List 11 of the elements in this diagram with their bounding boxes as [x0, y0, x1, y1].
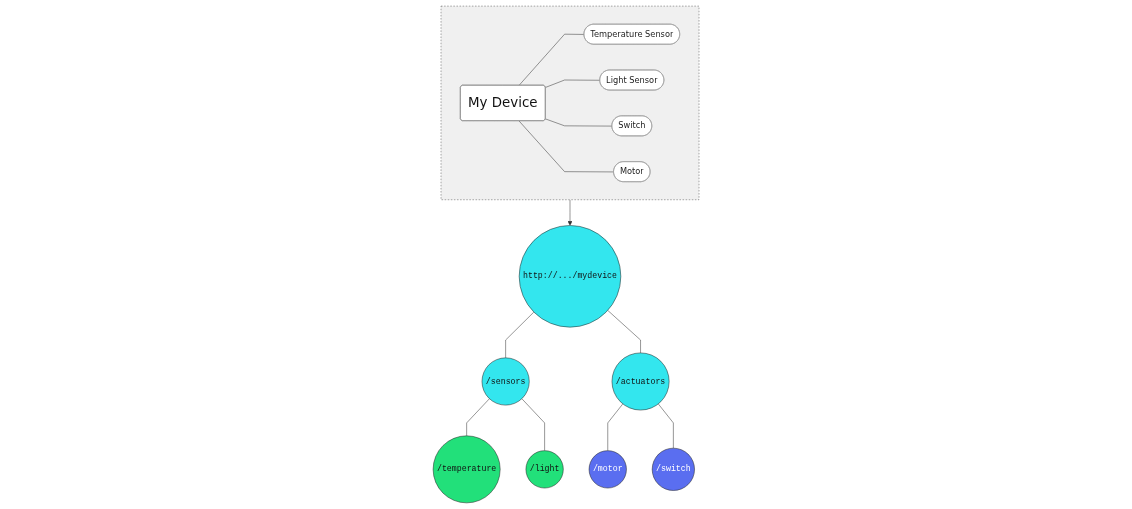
- node-circle: /switch: [651, 447, 695, 491]
- node-circle: /light: [525, 450, 564, 489]
- node-circle: http://.../mydevice: [518, 225, 622, 328]
- node-circle: /sensors: [481, 357, 530, 406]
- connector: [521, 398, 545, 451]
- node-circle: /motor: [588, 450, 627, 489]
- node-circle: /temperature: [432, 435, 501, 504]
- connector: [466, 398, 490, 437]
- connector: [607, 310, 641, 354]
- node-circle: /actuators: [611, 352, 670, 411]
- cluster: [440, 5, 700, 200]
